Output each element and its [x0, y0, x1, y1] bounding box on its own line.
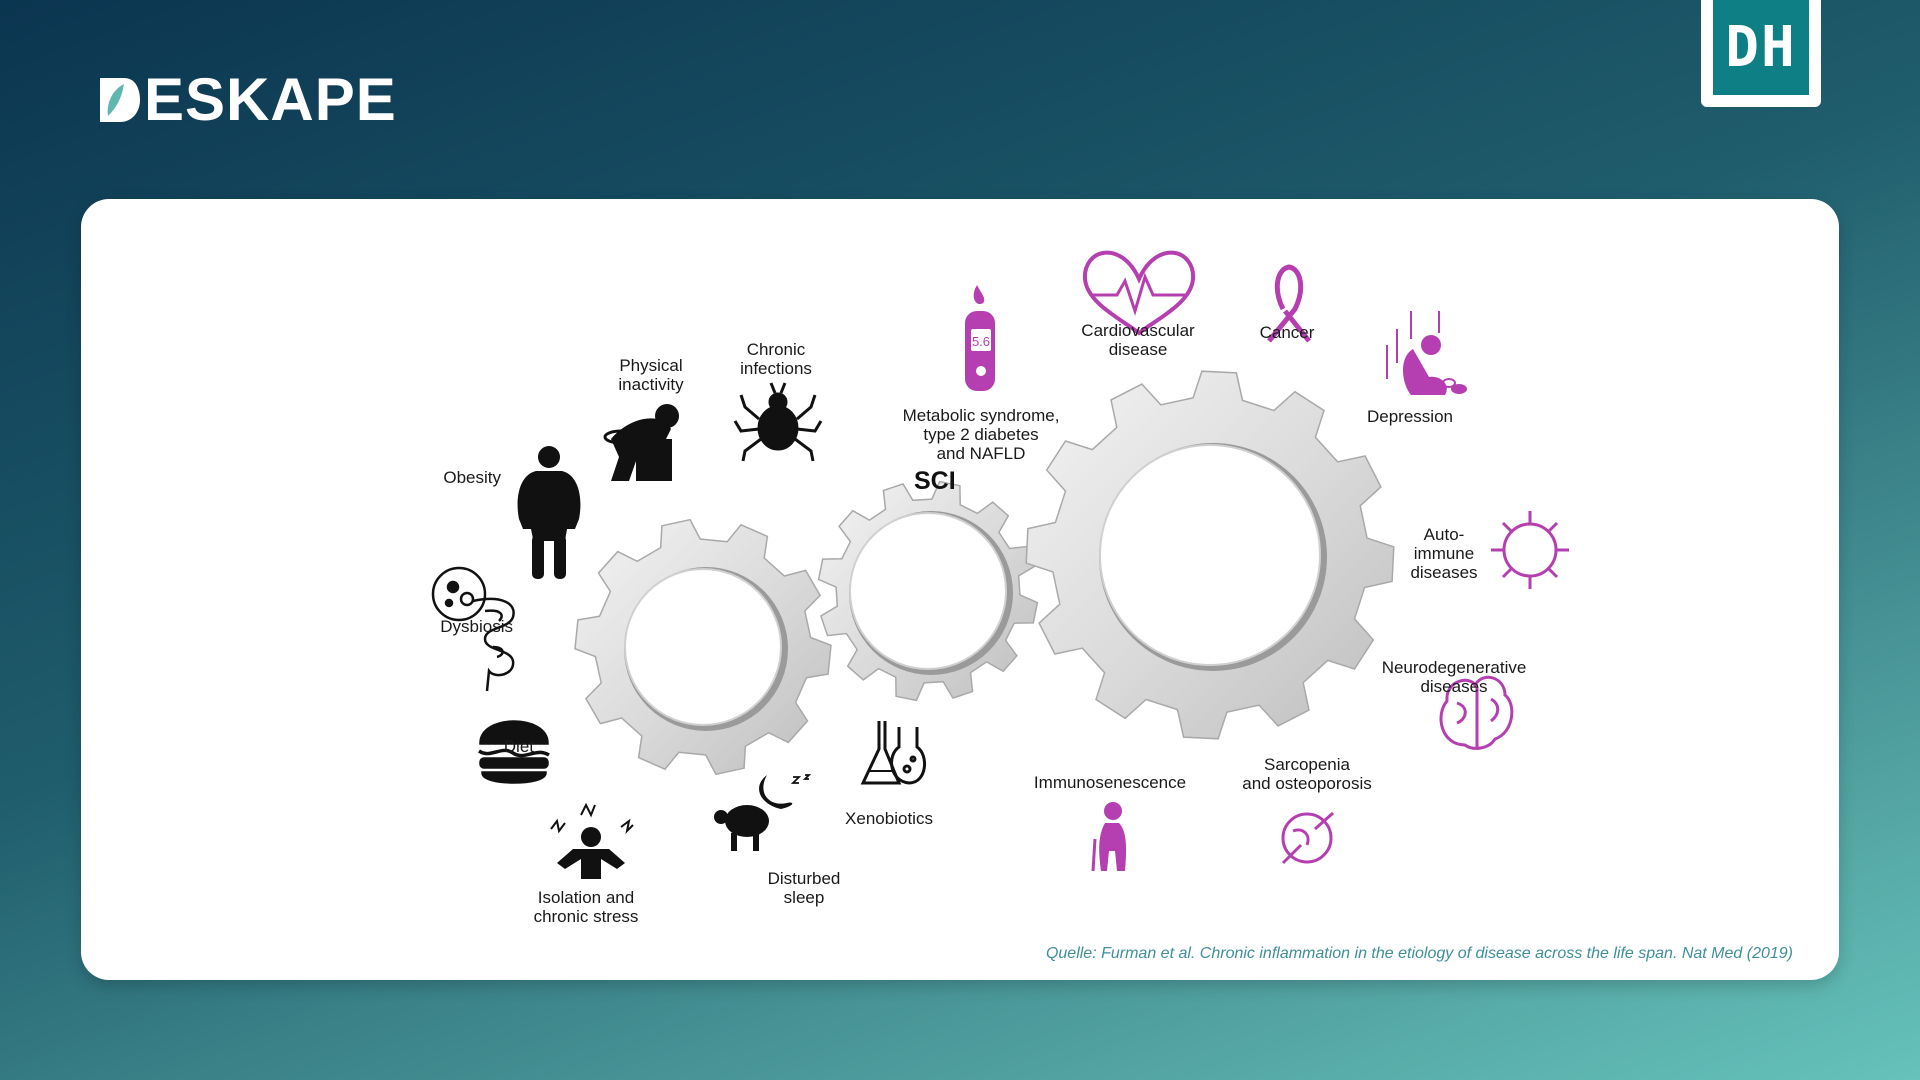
microbe-intestine-icon	[431, 566, 515, 692]
brand-name: ESKAPE	[144, 66, 397, 133]
eskape-logo: ESKAPE	[98, 66, 397, 133]
left-gear	[574, 518, 832, 776]
leaf-mark-icon	[100, 78, 140, 122]
heart-pulse-icon	[1082, 250, 1196, 336]
label-diet: Diet	[503, 737, 534, 756]
label-depression: Depression	[1367, 407, 1453, 426]
tick-bug-icon	[733, 382, 823, 462]
source-citation: Quelle: Furman et al. Chronic inflammati…	[1045, 945, 1793, 962]
label-immunosenescence: Immunosenescence	[1033, 773, 1187, 792]
burger-icon	[478, 720, 550, 784]
sad-person-icon	[1386, 311, 1467, 395]
center-gear	[817, 480, 1039, 702]
dh-badge: DH	[1701, 0, 1821, 107]
gear-hole	[849, 512, 1007, 670]
bone-joint-icon	[1281, 811, 1334, 865]
obese-person-icon	[517, 446, 581, 579]
gear-hole	[624, 568, 782, 726]
glucometer-icon: 5.6	[965, 285, 995, 391]
label-obesity: Obesity	[443, 468, 501, 487]
dh-badge-text: DH	[1713, 0, 1809, 95]
ribbon-icon	[1267, 264, 1311, 343]
center-gear-label: SCI	[914, 467, 956, 495]
glucometer-value: 5.6	[972, 334, 990, 349]
diagram-card: 5.6	[81, 199, 1839, 980]
flasks-icon	[860, 721, 926, 785]
antibody-ring-icon	[1491, 511, 1569, 589]
label-xenobiotics: Xenobiotics	[845, 809, 933, 828]
gear-hole	[1099, 444, 1321, 666]
brain-icon	[1439, 675, 1514, 750]
label-dysbiosis: Dysbiosis	[440, 617, 513, 636]
right-gear	[1025, 370, 1395, 740]
label-cancer: Cancer	[1259, 323, 1315, 342]
couch-person-icon	[603, 404, 679, 481]
gears-diagram: 5.6	[431, 250, 1569, 879]
sheep-moon-icon	[714, 774, 812, 851]
stressed-person-icon	[550, 802, 634, 879]
elderly-person-icon	[1091, 802, 1127, 872]
